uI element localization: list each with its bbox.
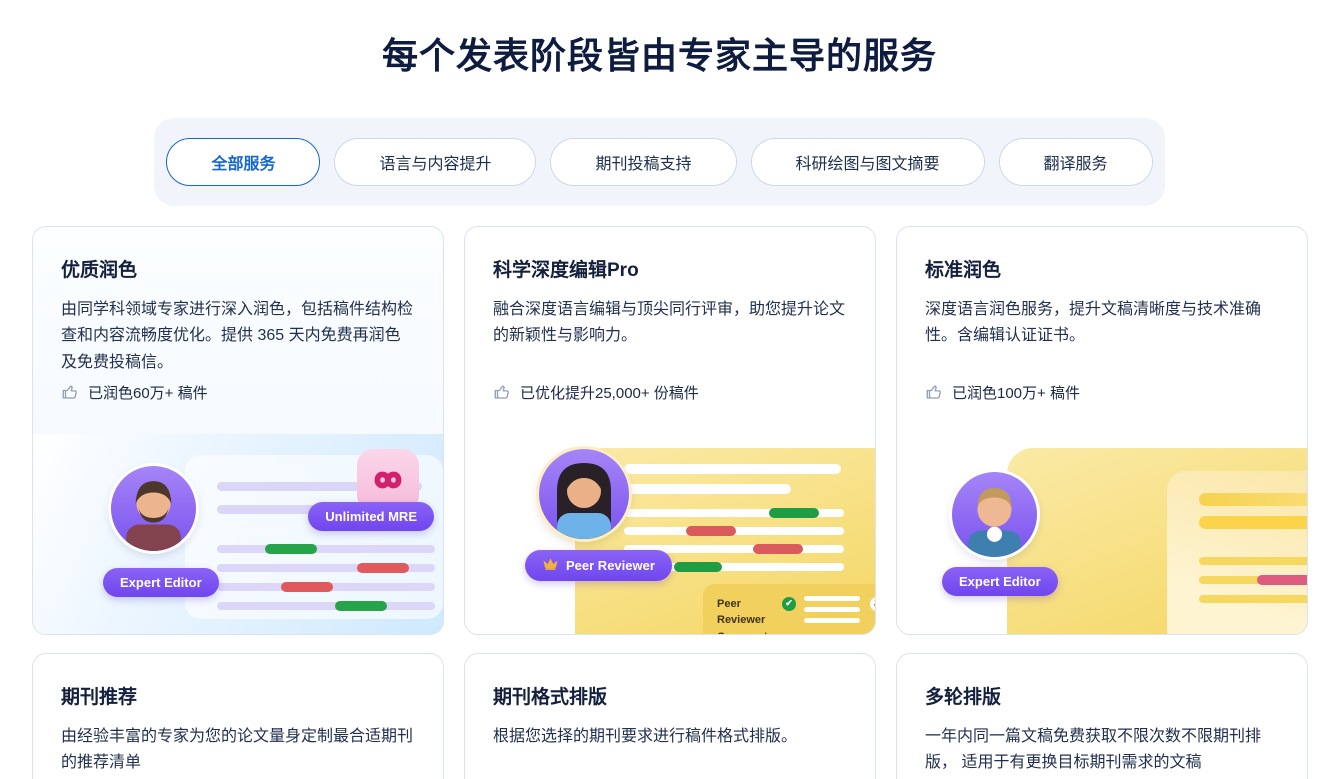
document-mock: Peer Reviewer Comment ✔ ✘ bbox=[575, 447, 875, 634]
doc-line bbox=[1199, 515, 1307, 529]
doc-line bbox=[624, 525, 844, 536]
expert-editor-avatar bbox=[111, 465, 196, 551]
tab-journal-submission[interactable]: 期刊投稿支持 bbox=[550, 137, 737, 186]
document-mock bbox=[1007, 447, 1307, 634]
edit-highlight bbox=[753, 543, 803, 554]
page-title: 每个发表阶段皆由专家主导的服务 bbox=[381, 35, 937, 76]
doc-line bbox=[217, 481, 422, 491]
cross-circle-icon: ✘ bbox=[870, 596, 875, 611]
card-stat: 已优化提升25,000+ 份稿件 bbox=[493, 382, 699, 403]
document-page bbox=[1167, 470, 1307, 634]
card-description: 由同学科领域专家进行深入润色，包括稿件结构检查和内容流畅度优化。提供 365 天… bbox=[61, 300, 414, 372]
doc-line bbox=[624, 483, 791, 494]
thumbs-up-icon bbox=[493, 383, 511, 401]
card-multi-round-formatting[interactable]: 多轮排版 一年内同一篇文稿免费获取不限次数不限期刊排版， 适用于有更换目标期刊需… bbox=[896, 652, 1308, 779]
doc-line bbox=[217, 600, 435, 611]
doc-line bbox=[624, 561, 844, 572]
thumbs-up-icon bbox=[925, 383, 943, 401]
peer-reviewer-comment-box: Peer Reviewer Comment ✔ ✘ bbox=[703, 583, 875, 634]
peer-reviewer-avatar bbox=[539, 448, 629, 539]
card-standard-editing[interactable]: 标准润色 深度语言润色服务，提升文稿清晰度与技术准确性。含编辑认证证书。 已润色… bbox=[896, 225, 1308, 635]
doc-line bbox=[1199, 492, 1307, 506]
edit-highlight bbox=[265, 543, 317, 554]
doc-line bbox=[624, 463, 841, 474]
doc-line bbox=[624, 507, 844, 518]
comment-lines bbox=[804, 595, 860, 634]
card-stat: 已润色60万+ 稿件 bbox=[61, 382, 208, 403]
card-title: 期刊格式排版 bbox=[493, 686, 608, 708]
card-description: 由经验丰富的专家为您的论文量身定制最合适期刊的推荐清单 bbox=[61, 727, 414, 772]
stat-text: 已润色60万+ 稿件 bbox=[88, 384, 208, 402]
doc-line bbox=[217, 581, 435, 592]
card-journal-formatting[interactable]: 期刊格式排版 根据您选择的期刊要求进行稿件格式排版。 bbox=[464, 652, 876, 779]
card-stat: 已润色100万+ 稿件 bbox=[925, 382, 1080, 403]
edit-highlight bbox=[335, 600, 387, 611]
stat-text: 已润色100万+ 稿件 bbox=[952, 384, 1080, 402]
doc-line bbox=[1199, 594, 1307, 603]
tab-all-services[interactable]: 全部服务 bbox=[166, 137, 321, 186]
badge-label: Expert Editor bbox=[120, 574, 202, 590]
edit-highlight bbox=[281, 581, 333, 592]
card-scientific-deep-editing-pro[interactable]: 科学深度编辑Pro 融合深度语言编辑与顶尖同行评审，助您提升论文的新颖性与影响力… bbox=[464, 225, 876, 635]
card-description: 根据您选择的期刊要求进行稿件格式排版。 bbox=[493, 727, 798, 745]
card-description: 融合深度语言编辑与顶尖同行评审，助您提升论文的新颖性与影响力。 bbox=[493, 300, 846, 345]
card-title: 优质润色 bbox=[61, 259, 138, 281]
card-title: 科学深度编辑Pro bbox=[493, 259, 639, 281]
badge-label: Peer Reviewer bbox=[566, 557, 655, 573]
edit-highlight bbox=[686, 525, 736, 536]
card-title: 期刊推荐 bbox=[61, 686, 138, 708]
card-illustration: Peer Reviewer Comment ✔ ✘ bbox=[465, 434, 875, 634]
expert-editor-avatar bbox=[952, 471, 1037, 557]
crown-icon bbox=[542, 557, 559, 574]
infinity-icon bbox=[357, 448, 419, 511]
badge-label: Unlimited MRE bbox=[325, 508, 417, 524]
card-title: 标准润色 bbox=[925, 259, 1002, 281]
tab-language-content[interactable]: 语言与内容提升 bbox=[334, 137, 537, 186]
expert-editor-badge: Expert Editor bbox=[103, 567, 219, 597]
badge-label: Expert Editor bbox=[959, 573, 1041, 589]
doc-line bbox=[624, 543, 844, 554]
card-journal-recommendation[interactable]: 期刊推荐 由经验丰富的专家为您的论文量身定制最合适期刊的推荐清单 bbox=[32, 652, 444, 779]
tab-figures-abstract[interactable]: 科研绘图与图文摘要 bbox=[750, 137, 985, 186]
tab-translation[interactable]: 翻译服务 bbox=[998, 137, 1153, 186]
card-title: 多轮排版 bbox=[925, 686, 1002, 708]
card-description: 深度语言润色服务，提升文稿清晰度与技术准确性。含编辑认证证书。 bbox=[925, 300, 1262, 345]
check-circle-icon: ✔ bbox=[782, 596, 796, 611]
edit-highlight bbox=[1257, 574, 1307, 585]
card-illustration: Unlimited MRE Expert Editor bbox=[33, 433, 443, 634]
edit-highlight bbox=[357, 562, 409, 573]
edit-highlight bbox=[674, 561, 722, 572]
edit-highlight bbox=[769, 507, 819, 518]
service-cards-grid: 优质润色 由同学科领域专家进行深入润色，包括稿件结构检查和内容流畅度优化。提供 … bbox=[0, 225, 1319, 779]
card-description: 一年内同一篇文稿免费获取不限次数不限期刊排版， 适用于有更换目标期刊需求的文稿 bbox=[925, 727, 1262, 772]
doc-line bbox=[1199, 556, 1307, 565]
service-category-tabs: 全部服务 语言与内容提升 期刊投稿支持 科研绘图与图文摘要 翻译服务 bbox=[154, 117, 1165, 206]
stat-text: 已优化提升25,000+ 份稿件 bbox=[520, 384, 699, 402]
thumbs-up-icon bbox=[61, 383, 79, 401]
card-illustration: Expert Editor bbox=[897, 434, 1307, 634]
peer-reviewer-badge: Peer Reviewer bbox=[525, 549, 672, 581]
card-premium-editing[interactable]: 优质润色 由同学科领域专家进行深入润色，包括稿件结构检查和内容流畅度优化。提供 … bbox=[32, 225, 444, 635]
comment-label: Peer Reviewer Comment bbox=[717, 597, 768, 634]
doc-line bbox=[1199, 574, 1307, 585]
doc-line bbox=[217, 543, 435, 554]
unlimited-mre-badge: Unlimited MRE bbox=[308, 501, 434, 531]
doc-line bbox=[217, 562, 435, 573]
expert-editor-badge: Expert Editor bbox=[942, 566, 1058, 596]
doc-line bbox=[217, 504, 387, 514]
